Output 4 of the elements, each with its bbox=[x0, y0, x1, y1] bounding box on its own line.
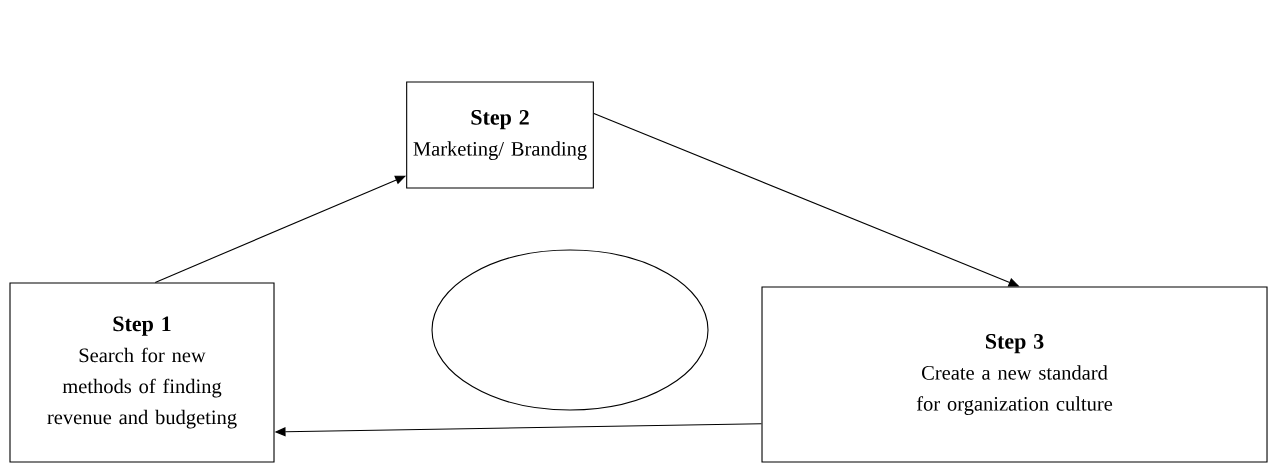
step-box: Step 3 Create a new standard for organization culture bbox=[761, 286, 1268, 463]
ellipse-shape bbox=[431, 249, 709, 411]
step-box: Step 2 Marketing/ Branding bbox=[406, 81, 594, 189]
step-box: Step 1 Search for new methods of finding revenue and budgeting bbox=[9, 282, 275, 463]
